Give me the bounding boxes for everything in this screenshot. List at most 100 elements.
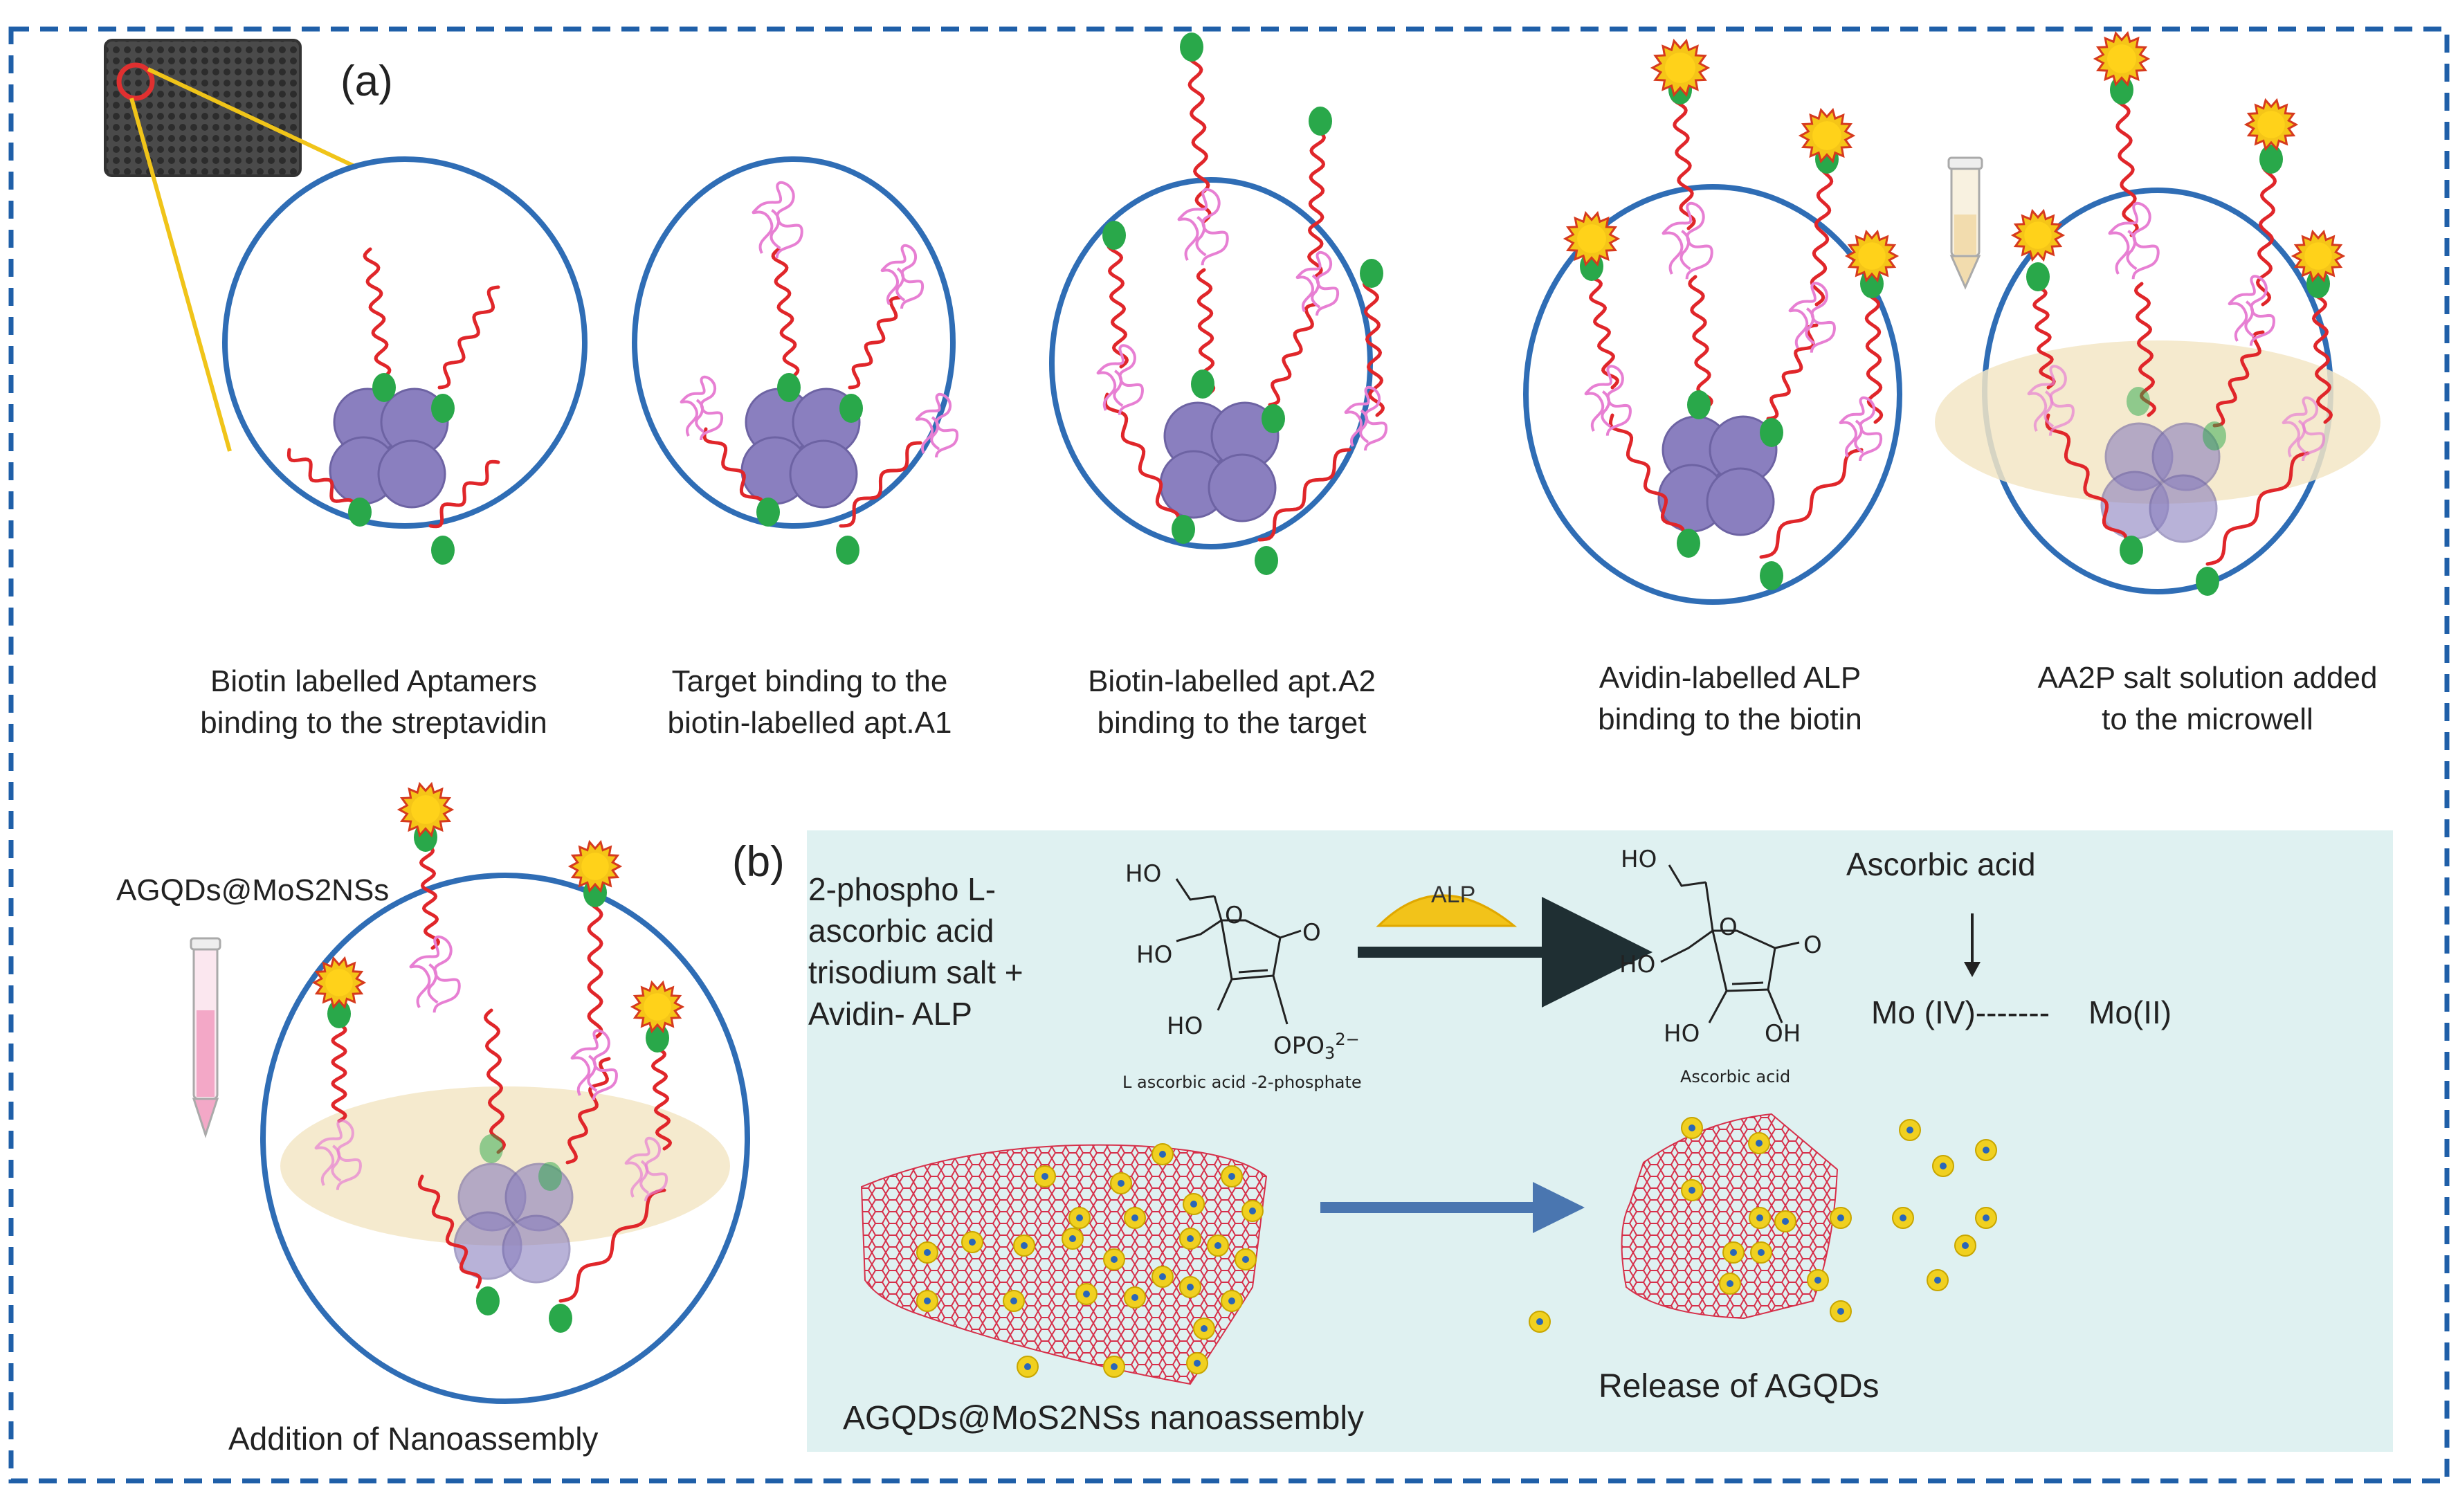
double-bond — [1238, 969, 1268, 974]
product-o-ring: O — [1719, 913, 1738, 941]
reagent-description: 2-phospho L- ascorbic acid trisodium sal… — [808, 871, 1023, 1032]
aptamer-strand — [428, 459, 500, 529]
agqd-core — [1111, 1256, 1118, 1263]
agqd-core — [1688, 1124, 1695, 1131]
aptamer-strand — [587, 891, 603, 1040]
target-protein — [1584, 365, 1632, 436]
agqd-core — [1118, 1180, 1125, 1187]
alp-enzyme-core — [411, 795, 440, 824]
biotin — [2196, 567, 2219, 596]
target-protein-fold — [695, 399, 705, 433]
target-protein-fold — [1679, 229, 1691, 271]
bond — [1660, 929, 1713, 963]
panel-b — [807, 830, 2393, 1452]
agqd-core — [924, 1249, 931, 1256]
agqd-core — [1730, 1249, 1737, 1256]
reduction-title: Ascorbic acid — [1846, 846, 2036, 882]
target-protein-fold — [770, 208, 781, 250]
outer-dashed-frame — [8, 26, 2450, 1484]
agqd-core — [1906, 1127, 1913, 1133]
aptamer-strand — [2310, 282, 2333, 424]
furanone-ring — [1711, 929, 1776, 992]
aptamer-strand — [1106, 237, 1129, 369]
alp-enzyme-core — [1665, 53, 1695, 83]
zoom-line-bottom — [129, 98, 232, 452]
biotin — [327, 999, 351, 1028]
agqd-core — [1111, 1363, 1118, 1370]
biotin — [2203, 421, 2226, 450]
target-protein — [570, 1029, 618, 1100]
agqd-core — [1041, 1173, 1048, 1180]
alp-enzyme-core — [581, 853, 609, 880]
agqd-core — [1131, 1214, 1138, 1221]
target-protein-fold — [1359, 409, 1369, 444]
streptavidin-subunit — [1208, 453, 1277, 522]
keto-bond — [1280, 929, 1302, 939]
bond — [1767, 989, 1783, 1023]
target-protein-fold — [331, 1145, 342, 1183]
reduction-from: Mo (IV)------- — [1871, 994, 2050, 1030]
target-protein-fold — [1854, 419, 1864, 454]
target-protein-fold — [1805, 307, 1816, 345]
product-name: Ascorbic acid — [1680, 1067, 1791, 1086]
alp-enzyme-shape — [1376, 894, 1518, 927]
aptamer-strand — [565, 1057, 611, 1165]
substrate-solution — [1935, 340, 2380, 504]
agqd-core — [1069, 1235, 1076, 1242]
agqd-core — [1024, 1363, 1031, 1370]
bond — [1217, 978, 1233, 1011]
aptamer-strand — [1268, 302, 1317, 407]
furanone-ring — [1220, 919, 1282, 981]
substrate-tube — [1947, 156, 1983, 290]
target-protein — [314, 1119, 362, 1190]
reduction-arrow-head — [1964, 962, 1981, 977]
aptamer-strand — [1810, 157, 1834, 307]
target-protein-fold — [1601, 390, 1612, 428]
aptamer-strand — [363, 247, 392, 379]
aptamer-strand — [417, 832, 441, 950]
alp-enzyme-core — [1577, 224, 1606, 253]
biotin — [1760, 561, 1783, 590]
addition-caption: Addition of Nanoassembly — [228, 1421, 599, 1457]
reactant-ho-top: HO — [1125, 860, 1162, 888]
bond — [1272, 975, 1289, 1025]
target-protein — [1177, 188, 1229, 266]
biotin — [1102, 221, 1126, 250]
biotin — [2127, 387, 2150, 416]
reactant-phosphate: OPO32− — [1273, 1030, 1360, 1064]
panel-b-background — [807, 830, 2393, 1452]
streptavidin-subunit — [2149, 474, 2218, 543]
biotin — [1262, 404, 1285, 433]
biotin — [476, 1286, 500, 1315]
nanoassembly-label: AGQDs@MoS2NSs nanoassembly — [843, 1400, 1364, 1437]
microwell-circle — [1523, 184, 1902, 605]
target-protein-fold — [1113, 370, 1124, 408]
biotin — [480, 1134, 503, 1163]
biotin — [836, 536, 859, 565]
step-3-well — [1049, 33, 1388, 575]
target-protein — [1788, 282, 1836, 353]
target-protein — [1096, 344, 1144, 415]
streptavidin-subunit — [789, 439, 858, 509]
agqd-core — [1083, 1291, 1090, 1297]
aptamer-strand — [1257, 448, 1351, 542]
agqd-core — [1159, 1273, 1166, 1280]
target-protein — [409, 936, 461, 1013]
biotin — [431, 536, 455, 565]
bond — [1668, 864, 1706, 887]
biotin — [1360, 259, 1383, 288]
step-5-well — [1935, 30, 2380, 596]
biotin — [1760, 418, 1783, 447]
agqd-core — [1934, 1277, 1941, 1284]
microwell-circle — [222, 156, 588, 529]
biotin — [756, 498, 780, 527]
panel-b-label: (b) — [732, 838, 785, 886]
product-ho-mid: HO — [1619, 951, 1656, 978]
aptamer-strand — [2113, 88, 2139, 237]
alp-enzyme-core — [325, 969, 353, 996]
